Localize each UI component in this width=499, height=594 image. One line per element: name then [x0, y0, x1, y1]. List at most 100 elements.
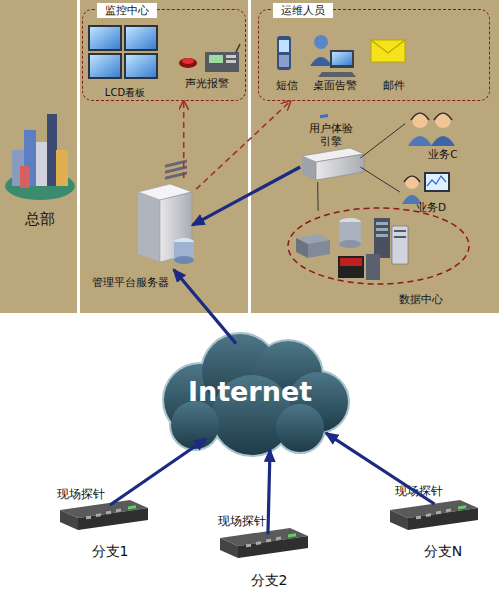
mail-icon: [371, 40, 405, 62]
probe-device: [390, 500, 478, 530]
node-label: 监控中心: [97, 3, 157, 18]
link-line: [317, 182, 318, 211]
node-sublabel: 分支1: [80, 543, 140, 560]
datacenter-equipment: [339, 240, 361, 248]
hq-building-icon: [20, 166, 30, 188]
mail-icon: [371, 40, 405, 53]
probe-node: 现场探针分支N: [385, 480, 495, 560]
data-arrow: [326, 433, 435, 504]
data-arrow: [110, 439, 206, 505]
node-label: 运维人员: [273, 3, 333, 18]
engine-server-icon: [302, 156, 316, 180]
node-label: 现场探针: [57, 487, 127, 501]
internet-cloud: [276, 404, 324, 452]
internet-cloud: [171, 401, 219, 449]
operator-icon: [424, 172, 450, 192]
datacenter-equipment: [376, 222, 388, 225]
group-box: 监控中心LCD看板声光报警: [82, 9, 246, 101]
phone-icon: [277, 36, 291, 70]
server-node: 用户体验 引擎: [296, 122, 366, 182]
cloud-node: Internet: [150, 338, 350, 450]
ellipse-outline: [287, 207, 470, 285]
node-label: Internet: [150, 376, 350, 408]
hq-building-icon: [5, 114, 75, 200]
engine-server-icon: [316, 154, 364, 180]
node-label: 总部: [4, 210, 76, 228]
hq-building-icon: [47, 114, 57, 186]
node-label: 管理平台服务器: [92, 276, 216, 289]
lcd-wall-icon: [90, 27, 120, 49]
probe-node: 现场探针分支2: [215, 512, 323, 592]
node-label: 短信: [269, 79, 305, 92]
lcd-wall-icon: [88, 25, 122, 51]
desktop-alert-icon: [310, 57, 332, 66]
phone-icon: [279, 55, 289, 67]
operator-icon: [426, 174, 448, 190]
operator-icon: [431, 136, 455, 146]
phone-icon: [277, 36, 291, 70]
hq-background: [0, 0, 499, 313]
panel-divider: [77, 0, 80, 313]
site-node: 总部: [4, 110, 76, 235]
icon-node: 业务C: [398, 105, 488, 167]
operator-icon: [412, 112, 428, 128]
alert-arrow: [196, 101, 290, 189]
datacenter-equipment: [394, 236, 406, 238]
icon-node: 业务D: [398, 168, 488, 216]
probe-node: 现场探针分支1: [55, 485, 165, 565]
data-arrow: [192, 167, 300, 225]
hq-building-icon: [56, 150, 68, 186]
node-sublabel: 分支N: [413, 543, 473, 560]
operator-icon: [402, 172, 450, 204]
alarm-icon: [226, 55, 236, 58]
phone-icon: [279, 40, 289, 52]
operator-icon: [404, 176, 420, 182]
management-server-icon: [138, 192, 160, 262]
management-server-icon: [138, 159, 194, 264]
datacenter-equipment: [296, 218, 408, 280]
engine-server-icon: [302, 114, 364, 180]
datacenter-equipment: [338, 256, 364, 278]
icon-node: 桌面告警: [307, 31, 363, 96]
datacenter-equipment: [376, 234, 388, 237]
node-label: 声光报警: [185, 77, 243, 90]
lcd-wall-icon: [88, 53, 122, 79]
icon-node: LCD看板: [87, 23, 163, 99]
lcd-wall-icon: [124, 53, 158, 79]
alarm-icon: [179, 44, 240, 72]
datacenter-ellipse: 数据中心: [287, 207, 470, 285]
lcd-wall-icon: [90, 55, 120, 77]
desktop-alert-icon: [310, 35, 356, 77]
datacenter-equipment: [366, 254, 380, 280]
datacenter-equipment: [296, 238, 308, 258]
internet-cloud: [276, 404, 324, 452]
operator-icon: [427, 176, 446, 186]
desktop-alert-icon: [332, 52, 352, 65]
server-node: 管理平台服务器: [92, 178, 216, 290]
node-label: 数据中心: [399, 293, 455, 306]
desktop-alert-icon: [314, 35, 328, 49]
alert-arrow: [183, 101, 185, 178]
engine-server-icon: [320, 114, 328, 118]
operator-icon: [411, 113, 429, 120]
node-label: 用户体验 引擎: [307, 122, 355, 147]
node-label: 桌面告警: [307, 79, 363, 92]
operator-icon: [405, 175, 419, 189]
alarm-icon: [236, 44, 240, 52]
alarm-icon: [209, 55, 223, 63]
datacenter-equipment: [308, 240, 330, 258]
desktop-alert-icon: [330, 50, 354, 68]
operator-icon: [408, 136, 432, 146]
lcd-wall-icon: [126, 27, 156, 49]
alarm-icon: [182, 58, 194, 64]
operator-icon: [408, 112, 455, 146]
mail-icon: [371, 40, 405, 62]
datacenter-equipment: [340, 258, 362, 266]
management-server-icon: [165, 171, 187, 179]
desktop-alert-icon: [318, 72, 356, 77]
alarm-icon: [226, 60, 236, 63]
node-label: 业务C: [413, 148, 473, 161]
node-sublabel: 分支2: [239, 572, 299, 589]
